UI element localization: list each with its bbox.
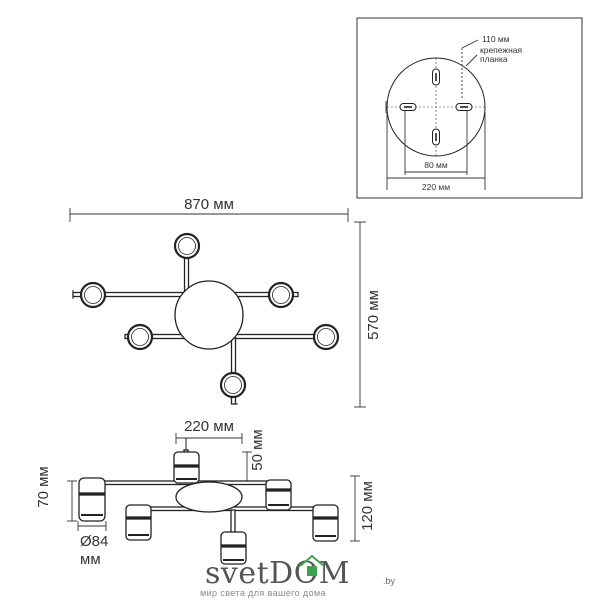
top-lamp-4 (126, 323, 154, 351)
brand-logo-text: svetDOM (205, 556, 350, 591)
base-diameter-label: 220 мм (422, 182, 450, 192)
brand-domain-suffix: .by (383, 576, 396, 586)
side-shade-4 (125, 504, 152, 541)
top-lamp-1 (173, 232, 201, 260)
brand-logo: svetDOM .by мир света для вашего дома (200, 554, 396, 598)
side-base-width-label: 220 мм (184, 418, 234, 435)
slot-spacing-leader (461, 39, 479, 49)
side-view: 220 мм 50 мм 70 мм 120 мм Ø84 мм (35, 418, 376, 568)
side-shade-6 (220, 531, 247, 565)
center-body (174, 280, 244, 350)
top-lamp-3 (267, 281, 295, 309)
side-shade-2 (78, 477, 106, 522)
side-shade-3 (265, 479, 292, 511)
hole-spacing-label: 80 мм (424, 160, 448, 170)
mount-inset: 110 мм крепежная планка 80 мм 220 мм (356, 17, 583, 199)
top-width-label: 870 мм (184, 196, 234, 213)
bracket-label-line2: планка (480, 54, 508, 64)
side-shade-5 (312, 504, 339, 542)
top-lamp-2 (79, 281, 107, 309)
top-view: 870 мм 570 мм (69, 196, 382, 408)
shade-diameter-label: Ø84 (80, 533, 108, 550)
brand-tagline: мир света для вашего дома (200, 588, 326, 598)
top-lamp-6 (219, 371, 247, 399)
brand-logo-left: svet (205, 556, 269, 591)
mount-height-label: 50 мм (249, 429, 266, 470)
slot-spacing-label: 110 мм (482, 34, 510, 44)
shade-diameter-unit: мм (80, 551, 101, 568)
top-height-label: 570 мм (365, 290, 382, 340)
bracket-label-line1: крепежная (480, 45, 523, 55)
shade-height-label: 70 мм (35, 466, 52, 507)
bracket-leader (465, 54, 478, 67)
top-lamp-5 (312, 323, 340, 351)
house-icon (299, 554, 325, 576)
total-height-label: 120 мм (359, 481, 376, 531)
side-center-body (175, 481, 243, 513)
side-shade-1 (173, 451, 200, 484)
